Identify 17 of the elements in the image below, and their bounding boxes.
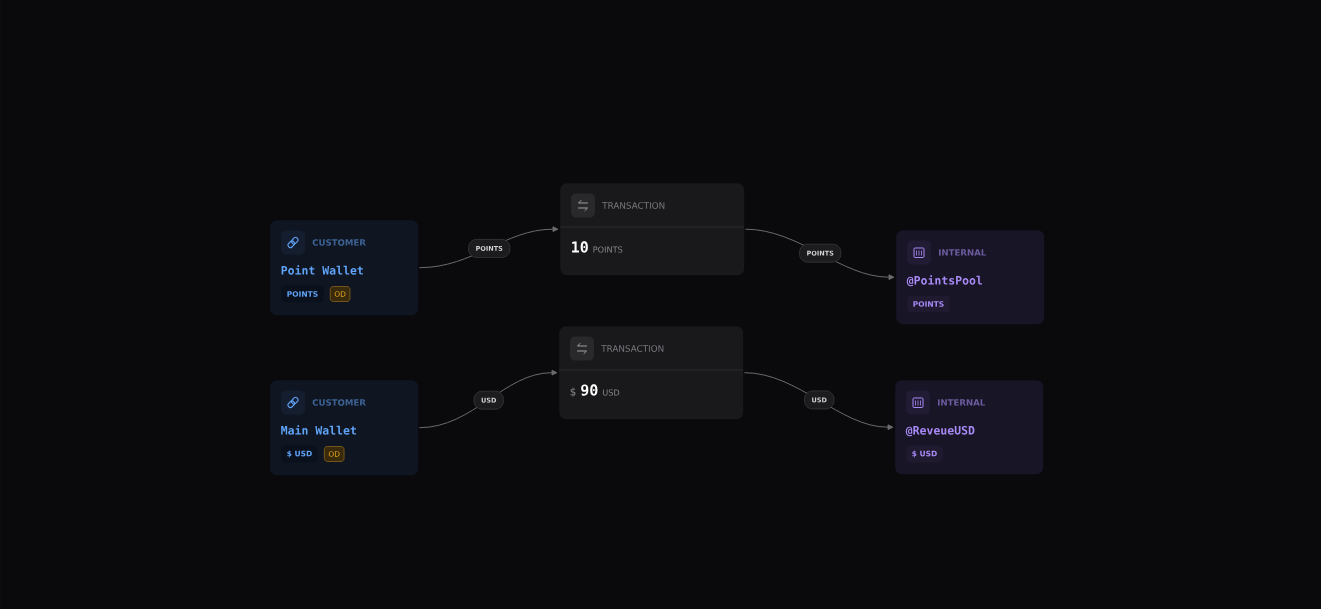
card-heading: TRANSACTION [602,202,665,209]
card-heading: CUSTOMER [312,399,366,406]
currency-unit: USD [602,389,620,396]
card-heading: INTERNAL [939,249,987,256]
amount-value: 90 [581,384,598,396]
account-name: Main Wallet [281,425,356,435]
arrow [418,369,558,429]
account-name: Point Wallet [281,265,363,275]
card-heading: CUSTOMER [312,239,366,246]
arrow [743,372,894,431]
card-heading: INTERNAL [938,399,986,406]
amount-value: 10 [572,241,588,253]
currency-symbol: $ [570,387,576,397]
card-heading: TRANSACTION [601,345,664,352]
currency-unit: POINTS [593,246,623,253]
account-name: @ReveueUSD [905,425,975,437]
account-name: @PointsPool [906,275,983,287]
